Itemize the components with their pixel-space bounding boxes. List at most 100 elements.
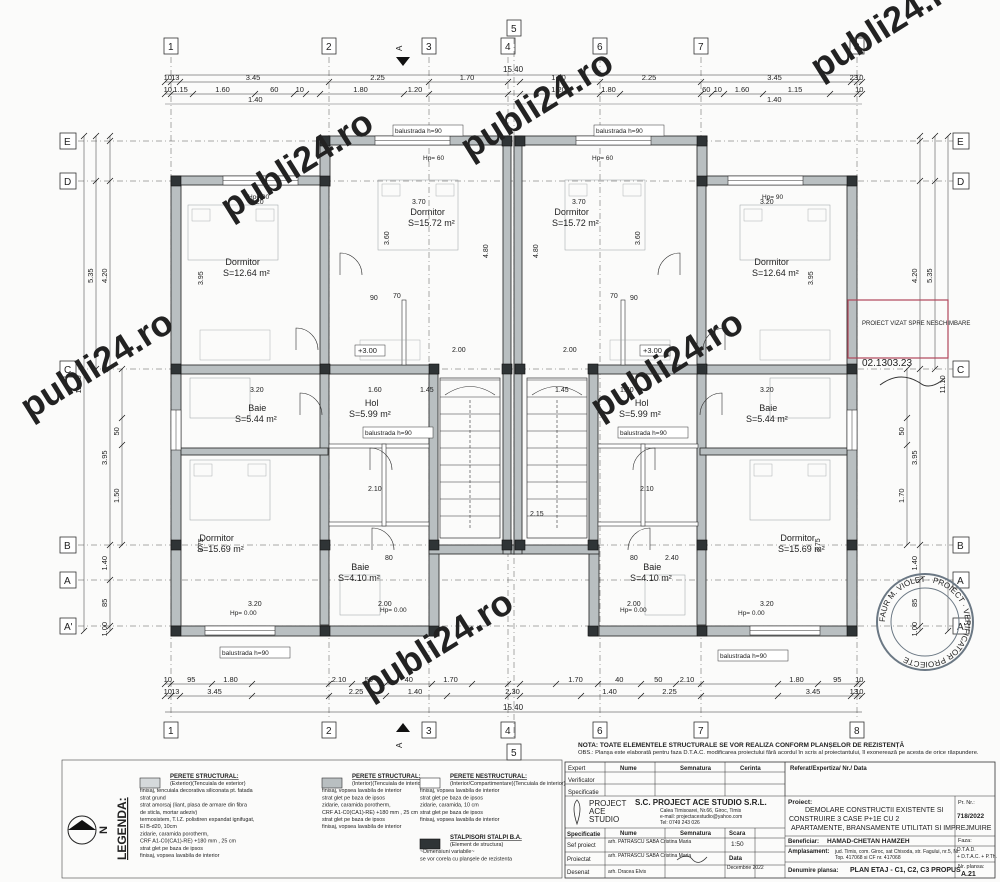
phase: D.T.A.D. [957, 847, 976, 853]
legend-line: de sticla, mortar adeziv) [140, 810, 197, 816]
section-arrow [396, 723, 410, 732]
dimension-label: 1.80 [223, 675, 238, 684]
room-name: Dormitor [410, 207, 445, 217]
axis-label: 6 [597, 42, 603, 53]
structural-column [696, 175, 708, 187]
door-swing [627, 527, 651, 551]
balustrade-label: balustrada h=90 [596, 128, 643, 135]
dim-tick [853, 680, 861, 688]
dimension-label: 50 [897, 427, 906, 435]
dimension-label: 5.35 [86, 268, 95, 283]
project-title: CONSTRUIRE 3 CASE P+1E CU 2 [789, 816, 899, 823]
partition-wall [328, 521, 430, 527]
axis-bubble [952, 172, 970, 190]
company-contact: e-mail: projectacestudio@yahoo.com [660, 814, 742, 820]
axis-label: 7 [698, 726, 704, 737]
title-block-header: Referat/Expertiza/ Nr./ Data [790, 766, 867, 772]
dim-tick [931, 177, 939, 185]
dimension-label: 10 [714, 85, 722, 94]
interior-wall [319, 364, 330, 626]
room-area: S=15.72 m² [552, 218, 599, 228]
legend-line: strat glet pe baza de ipsos [420, 810, 483, 816]
axis-bubble [952, 571, 970, 589]
dim-tick [847, 78, 855, 86]
room-area: S=15.69 m² [778, 544, 825, 554]
structural-column [587, 625, 599, 637]
dimension-label: 50 [654, 675, 662, 684]
furniture-pillow [381, 183, 401, 197]
room-name: Dormitor [199, 533, 234, 543]
dimension-label: 10 [855, 85, 863, 94]
dim-tick [80, 627, 88, 635]
title-block-header: Semnatura [680, 766, 712, 772]
axis-label: B [64, 541, 71, 552]
dim-tick [106, 177, 114, 185]
axis-label: 8 [854, 42, 860, 53]
dim-tick [348, 680, 356, 688]
dimension-label: 4.20 [910, 268, 919, 283]
dim-tick [161, 692, 169, 700]
legend-line: se vor corela cu planșele de rezistenta [420, 856, 512, 862]
dimension-label: 50 [112, 427, 121, 435]
col-header: Semnatura [680, 831, 712, 837]
title-block: NOTA: TOATE ELEMENTELE STRUCTURALE SE VO… [562, 742, 994, 880]
dim-tick [302, 90, 310, 98]
structural-column [170, 363, 182, 375]
legend-line: (Element de structura) [450, 842, 504, 848]
date-value: Decembrie 2022 [727, 865, 764, 871]
legend-line: finisaj, tencuiala decorativa siliconata… [140, 788, 253, 794]
interior-wall [696, 364, 707, 626]
inner-dimension: 1.60 [368, 387, 382, 394]
inner-dimension: 2.00 [378, 601, 392, 608]
room-name: Dormitor [754, 257, 789, 267]
axis-bubble [592, 37, 608, 55]
dim-tick [596, 78, 604, 86]
dim-tick [903, 414, 911, 422]
axis-bubble [693, 721, 709, 739]
axis-bubble [59, 536, 77, 554]
axis-bubble [849, 721, 865, 739]
structural-column [696, 625, 708, 637]
scale-label: Scara [729, 831, 746, 837]
inner-dimension: 2.00 [452, 347, 466, 354]
stamp-number: 02.1303.23 [862, 358, 912, 369]
logo-text: PROJECT [589, 799, 626, 808]
role-label: Desenat [567, 870, 590, 876]
dim-tick [916, 365, 924, 373]
dim-tick [552, 680, 560, 688]
inner-dimension: 90 [630, 295, 638, 302]
axis-label: C [957, 365, 964, 376]
dimension-label: 3.45 [806, 687, 821, 696]
inner-dimension: 70 [610, 293, 618, 300]
dimension-label: 50 [365, 675, 373, 684]
dimension-label: 2.25 [642, 73, 657, 82]
balustrade-label: balustrada h=90 [720, 653, 767, 660]
dim-tick [916, 622, 924, 630]
dimension-label: 1.40 [248, 95, 263, 104]
sheet-number: A.21 [961, 871, 976, 878]
legend-line: (Interior)(Tencuiala de interior) [352, 781, 424, 787]
dimension-label: 2.10 [332, 675, 347, 684]
dimension-label: 13 [171, 687, 179, 696]
structural-column [696, 363, 708, 375]
section-label: A [395, 45, 404, 51]
partition-wall [381, 443, 387, 527]
inner-dimension: 90 [370, 295, 378, 302]
dim-tick [428, 680, 436, 688]
legend-line: strat grund [140, 795, 166, 801]
legend-line: CRF A1-C0(CA1)-RE) +180 mm , 25 cm [140, 839, 237, 845]
sill-height-label: Hp= 0.00 [738, 610, 765, 617]
dimension-label: 1.80 [789, 675, 804, 684]
axis-bubble [321, 721, 337, 739]
room-area: S=4.10 m² [338, 573, 380, 583]
axis-label: E [957, 137, 964, 148]
dim-tick [516, 90, 524, 98]
interior-wall [428, 373, 439, 545]
spec-label: Specificatie [567, 832, 601, 838]
dim-tick [858, 90, 866, 98]
furniture-bed [377, 179, 459, 251]
dim-tick [118, 414, 126, 422]
dim-tick [290, 90, 298, 98]
legend-swatch [139, 777, 161, 789]
axis-label: A [957, 576, 964, 587]
